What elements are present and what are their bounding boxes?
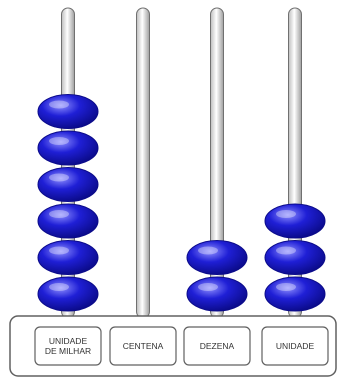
abacus-bead: [37, 130, 99, 166]
place-value-label: UNIDADE: [276, 341, 315, 351]
place-value-label: DEZENA: [200, 341, 235, 351]
bead-highlight: [198, 246, 218, 255]
abacus-rod: [136, 7, 150, 319]
place-value-label-box: [109, 326, 177, 366]
place-value-label: DE MILHAR: [45, 346, 91, 356]
abacus-bead: [37, 94, 99, 129]
abacus-bead: [37, 240, 99, 275]
bead-highlight: [49, 210, 69, 218]
rods-layer: [61, 7, 302, 319]
abacus-bead: [37, 276, 99, 312]
abacus-bead: [264, 203, 326, 239]
place-value-label: CENTENA: [123, 341, 164, 351]
bead-highlight: [49, 100, 69, 109]
abacus-bead: [37, 167, 99, 202]
bead-highlight: [49, 283, 69, 291]
beads-layer: [37, 94, 326, 312]
place-value-label-box: [261, 326, 329, 366]
bead-highlight: [49, 173, 69, 182]
abacus-bead: [186, 276, 248, 312]
place-value-label: UNIDADE: [49, 336, 88, 346]
bead-highlight: [49, 246, 69, 255]
abacus-bead: [264, 276, 326, 312]
bead-highlight: [276, 210, 296, 218]
bead-highlight: [49, 137, 69, 145]
abacus-bead: [186, 240, 248, 275]
abacus-bead: [264, 240, 326, 275]
place-value-label-box: [34, 326, 102, 366]
bead-highlight: [276, 283, 296, 291]
bead-highlight: [198, 283, 218, 291]
bead-highlight: [276, 246, 296, 255]
place-value-label-box: [183, 326, 251, 366]
abacus-bead: [37, 203, 99, 239]
